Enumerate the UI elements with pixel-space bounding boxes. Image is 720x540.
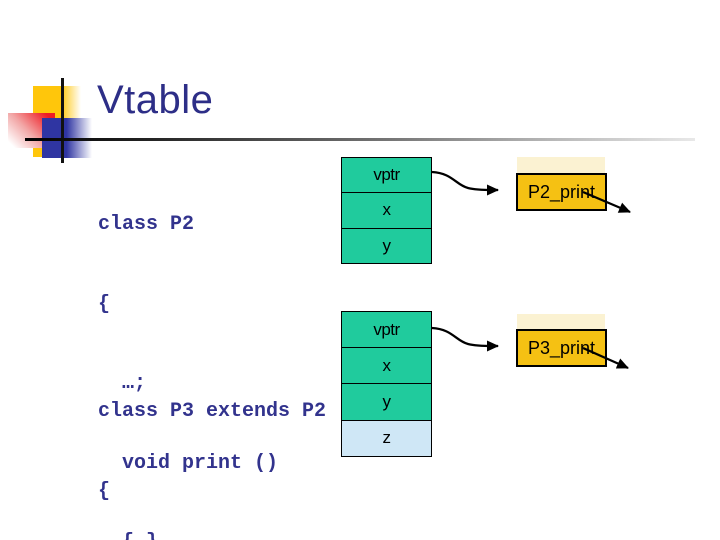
vtable-cell-vptr: vptr — [342, 158, 431, 194]
p3-print-box-glow — [517, 314, 605, 332]
vtable-cell-x: x — [342, 348, 431, 385]
arrow-vptr-to-p3print — [431, 326, 499, 352]
code-block-class-p2: class P2 { …; void print () {…} } — [98, 159, 278, 540]
code-line: …; — [98, 372, 147, 395]
code-block-class-p3: class P3 extends P2 { …; void print () {… — [98, 346, 326, 540]
code-line: void print () — [98, 451, 279, 475]
function-box-p3-print: P3_print — [516, 329, 607, 367]
vtable-cell-x: x — [342, 193, 431, 229]
function-box-p2-print: P2_print — [516, 173, 607, 211]
arrow-vptr-to-p2print — [431, 170, 499, 196]
code-line: {…} — [98, 530, 278, 540]
vtable-p3: vptr x y z — [341, 311, 432, 457]
vtable-p2: vptr x y — [341, 157, 432, 264]
vtable-cell-y: y — [342, 384, 431, 421]
vtable-cell-vptr: vptr — [342, 312, 431, 349]
title-underline — [25, 138, 695, 141]
p2-print-box-glow — [517, 157, 605, 175]
decoration-vertical-line — [61, 78, 64, 163]
code-line: { — [98, 292, 111, 316]
code-line: class P3 extends P2 — [98, 400, 327, 423]
slide-title: Vtable — [97, 78, 214, 122]
code-line: class P2 — [98, 213, 195, 236]
vtable-cell-y: y — [342, 228, 431, 263]
code-line: { — [98, 479, 111, 503]
vtable-cell-z: z — [342, 420, 431, 456]
